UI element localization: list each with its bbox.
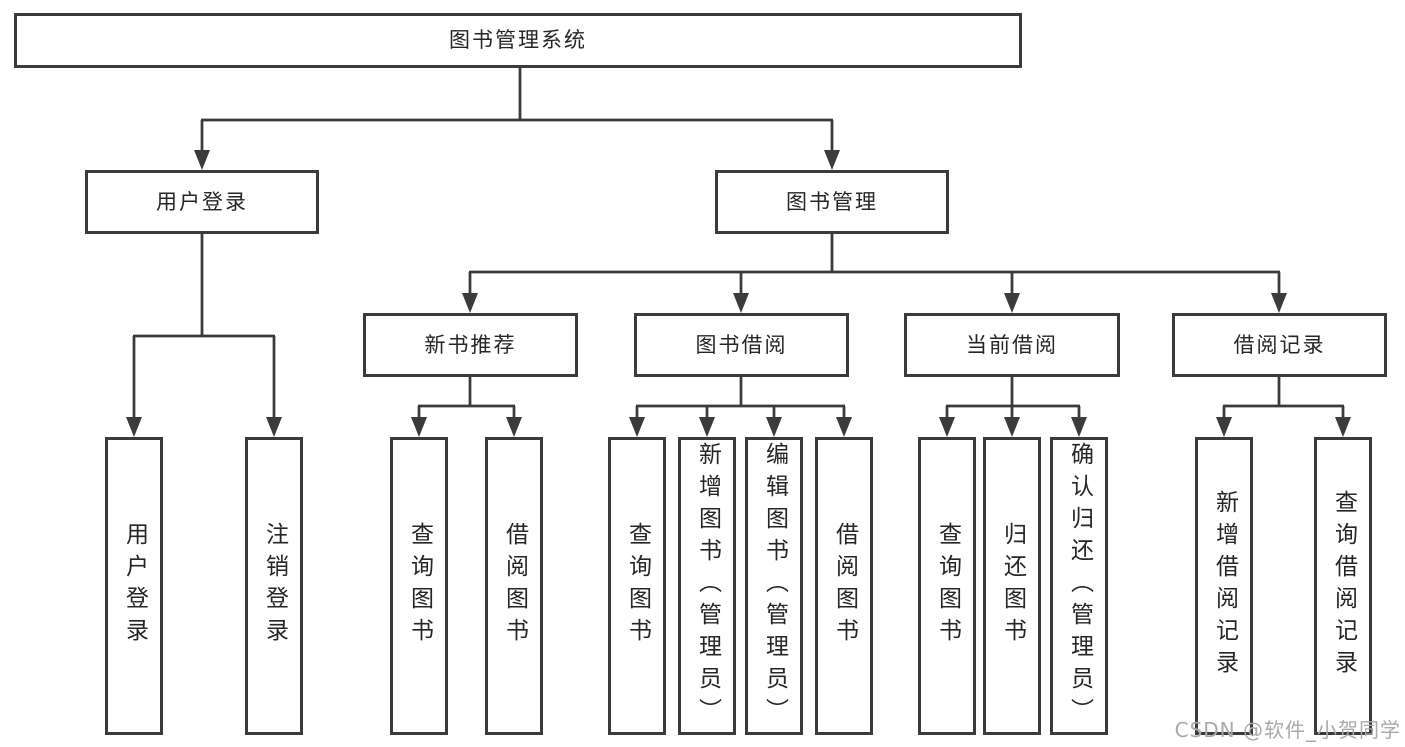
arrow-down-icon (1335, 417, 1351, 437)
edge-newbooks-split (417, 377, 516, 422)
node-new-book-recommend: 新书推荐 (363, 313, 578, 377)
arrow-down-icon (824, 150, 840, 170)
arrowheads (126, 150, 1351, 437)
leaf-query-books-current: 查询图书 (918, 437, 976, 735)
node-book-management: 图书管理 (715, 170, 949, 234)
edge-records-split (1222, 377, 1345, 422)
node-book-borrow: 图书借阅 (634, 313, 849, 377)
arrow-down-icon (126, 417, 142, 437)
edge-management-split (468, 234, 1281, 298)
arrow-down-icon (506, 417, 522, 437)
arrow-down-icon (629, 417, 645, 437)
leaf-logout: 注销登录 (245, 437, 303, 735)
edge-login-split (132, 234, 276, 422)
leaf-user-login: 用户登录 (105, 437, 163, 735)
edge-currentborrow-split (945, 377, 1081, 422)
arrow-down-icon (462, 293, 478, 313)
node-root-system: 图书管理系统 (14, 13, 1022, 68)
leaf-query-books-recommend: 查询图书 (390, 437, 448, 735)
arrow-down-icon (939, 417, 955, 437)
leaf-query-borrow-record: 查询借阅记录 (1314, 437, 1372, 735)
arrow-down-icon (766, 417, 782, 437)
arrow-down-icon (1004, 293, 1020, 313)
leaf-borrow-books: 借阅图书 (815, 437, 873, 735)
arrow-down-icon (699, 417, 715, 437)
arrow-down-icon (411, 417, 427, 437)
leaf-confirm-return-admin: 确认归还（管理员） (1050, 437, 1108, 735)
leaf-query-books-borrow: 查询图书 (608, 437, 666, 735)
arrow-down-icon (1216, 417, 1232, 437)
leaf-borrow-books-recommend: 借阅图书 (485, 437, 543, 735)
node-user-login: 用户登录 (85, 170, 319, 234)
arrow-down-icon (733, 293, 749, 313)
tree-edges (132, 68, 1345, 422)
leaf-edit-book-admin: 编辑图书（管理员） (745, 437, 803, 735)
arrow-down-icon (1004, 417, 1020, 437)
arrow-down-icon (266, 417, 282, 437)
leaf-add-borrow-record: 新增借阅记录 (1195, 437, 1253, 735)
leaf-add-book-admin: 新增图书（管理员） (678, 437, 736, 735)
node-current-borrow: 当前借阅 (904, 313, 1120, 377)
edge-root-split (200, 68, 834, 155)
leaf-return-books: 归还图书 (983, 437, 1041, 735)
edge-bookborrow-split (635, 377, 846, 422)
node-borrow-records: 借阅记录 (1172, 313, 1387, 377)
arrow-down-icon (194, 150, 210, 170)
arrow-down-icon (1271, 293, 1287, 313)
arrow-down-icon (836, 417, 852, 437)
csdn-watermark: CSDN @软件_小贺同学 (1174, 718, 1401, 742)
arrow-down-icon (1071, 417, 1087, 437)
